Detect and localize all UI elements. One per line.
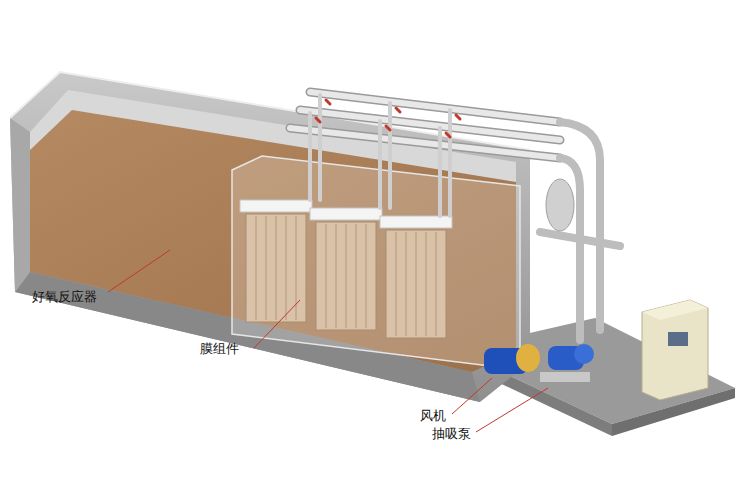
tank-end-wall xyxy=(10,118,30,292)
cabinet-top xyxy=(642,300,708,320)
suction-pump xyxy=(540,344,594,382)
vacuum-tank xyxy=(546,179,574,231)
leader-line xyxy=(108,250,170,292)
leader-line xyxy=(452,378,492,414)
glass-box xyxy=(232,156,520,366)
module-sheets xyxy=(256,216,296,320)
riser-pipe xyxy=(560,122,600,340)
module-frame xyxy=(380,216,452,228)
module-frame xyxy=(240,200,312,212)
module-body xyxy=(386,230,446,338)
blower-head xyxy=(516,344,540,372)
branch-pipe xyxy=(540,232,620,246)
leader-line xyxy=(254,300,300,348)
pipework xyxy=(290,92,620,340)
header-pipe xyxy=(290,92,560,158)
blower xyxy=(484,344,540,374)
tank xyxy=(10,72,530,402)
header-pipe-shadow xyxy=(290,92,560,158)
module-body xyxy=(246,214,306,322)
leader-line xyxy=(476,388,548,432)
module-sheets xyxy=(326,224,366,328)
control-cabinet xyxy=(642,300,708,400)
part-label: 膜组件 xyxy=(198,340,241,358)
part-label: 好氧反应器 xyxy=(30,288,99,306)
membrane-module xyxy=(380,216,452,338)
tank-body xyxy=(10,72,530,402)
valve xyxy=(316,100,460,137)
membrane-tank xyxy=(232,156,520,366)
drop-pipe xyxy=(310,95,450,216)
module-frame xyxy=(310,208,382,220)
pump-base xyxy=(540,372,590,382)
cabinet-body xyxy=(642,300,708,400)
part-label: 抽吸泵 xyxy=(430,425,473,443)
module-body xyxy=(316,222,376,330)
leader-lines xyxy=(108,250,548,432)
pump-head xyxy=(574,344,594,364)
part-label: 风机 xyxy=(418,407,448,425)
membrane-module xyxy=(240,200,312,322)
cabinet-screen xyxy=(668,332,688,346)
membrane-module xyxy=(310,208,382,330)
module-sheets xyxy=(396,232,436,336)
